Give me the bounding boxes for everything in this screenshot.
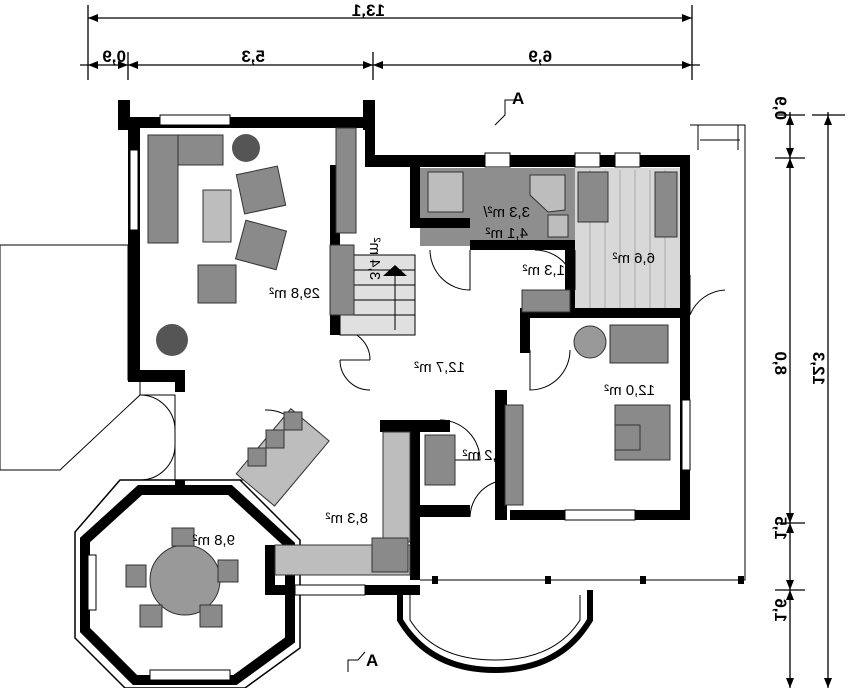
terraces [0,124,746,674]
room-area-bathroom-2: 4,1 m² [485,225,528,242]
dim-total-width: 13,1 [352,1,385,20]
section-markers [347,99,515,672]
room-area-laundry: 6,6 m² [612,250,655,267]
doors [139,249,726,518]
dim-total-depth: 12,3 [809,352,828,385]
room-area-stairs: 3,4 m² [366,237,383,280]
furniture [125,127,678,628]
room-area-living: 29,8 m² [269,285,320,302]
dim-depth-3: 1,5 [771,516,790,540]
dim-depth-4: 1,6 [771,598,790,622]
room-area-pantry: 3,2 m² [462,447,505,464]
dim-width-2: 5,3 [241,47,265,66]
section-mark-top: A [512,89,524,108]
dim-width-3: 6,9 [528,47,552,66]
room-area-kitchen: 8,3 m² [325,510,368,527]
dim-depth-2: 8,0 [771,351,790,375]
windows [87,114,691,681]
room-area-dining: 9,8 m² [192,532,235,549]
room-area-corridor: 1,3 m² [522,262,565,279]
section-mark-bottom: A [366,651,378,670]
dim-width-1: 0,9 [102,47,126,66]
right-dimension-lines [775,112,845,688]
dining-bay-walls [80,485,295,685]
room-area-hall: 12,7 m² [414,359,465,376]
dim-depth-1: 0,9 [771,96,790,120]
room-area-office: 12,0 m² [604,382,655,399]
top-dimension-lines [80,5,700,80]
room-area-bathroom: 3,3 m²/ [482,204,530,221]
